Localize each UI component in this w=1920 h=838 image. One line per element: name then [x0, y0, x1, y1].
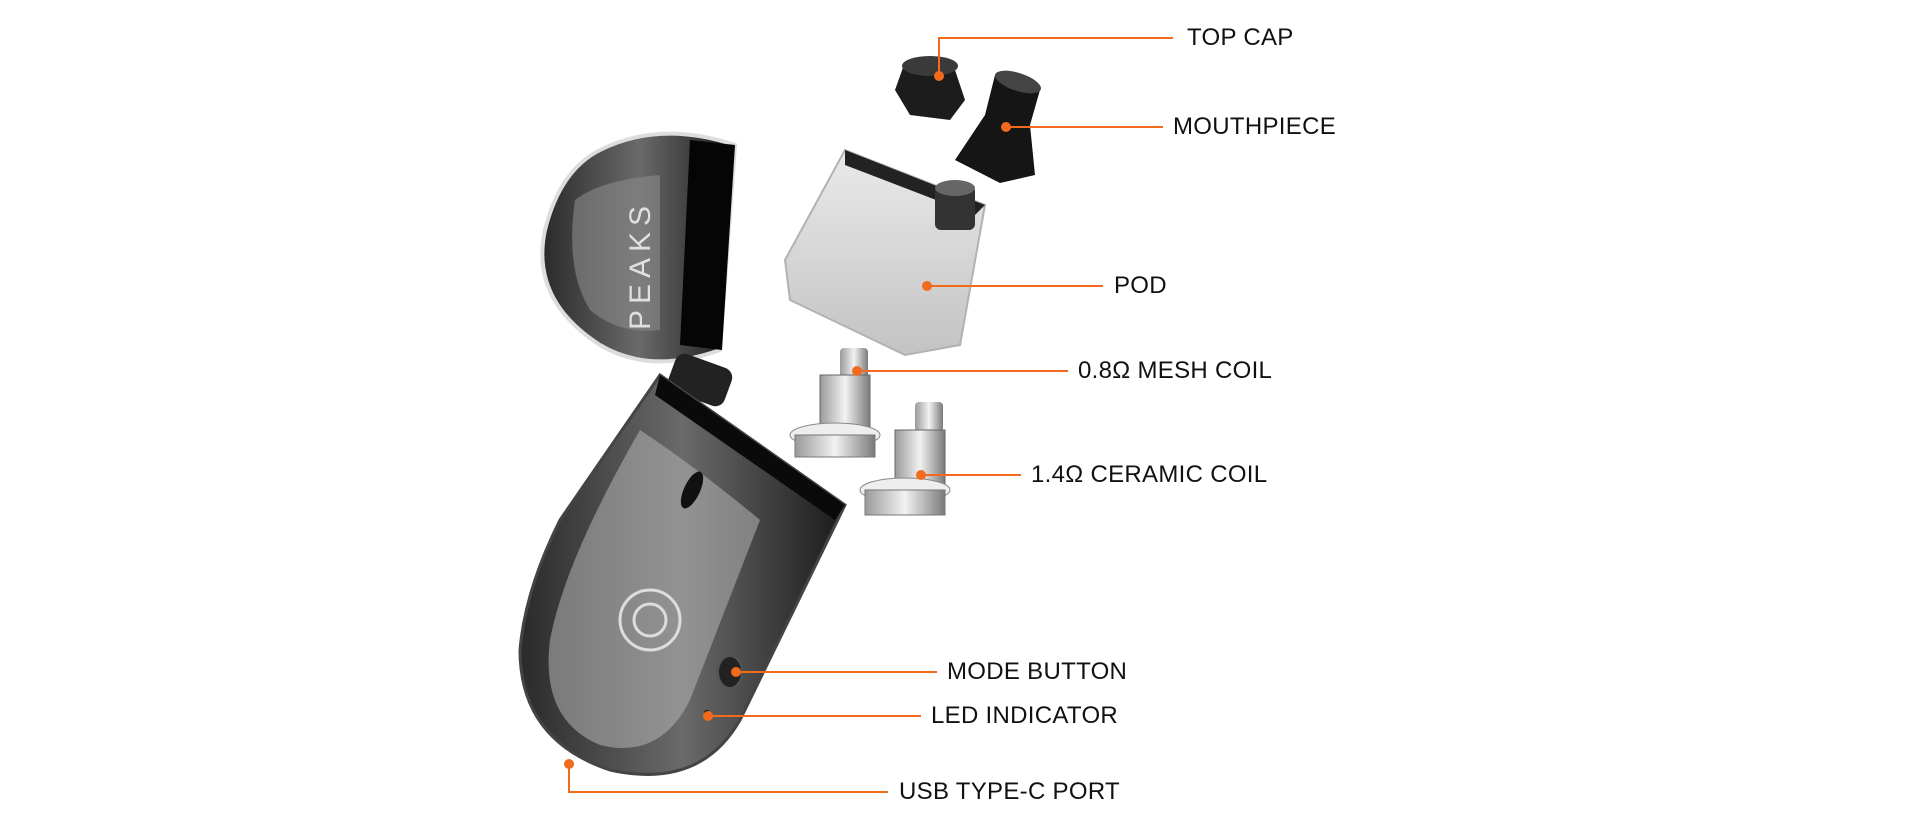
- label-usb-port: USB TYPE-C PORT: [899, 778, 1120, 805]
- label-top-cap: TOP CAP: [1187, 24, 1294, 51]
- top-cap-part: [895, 56, 965, 120]
- device-body: [518, 372, 847, 776]
- mouthpiece-part: [955, 70, 1041, 183]
- label-pod: POD: [1114, 272, 1167, 299]
- top-cap-leader: [938, 37, 1173, 76]
- label-mesh-coil: 0.8Ω MESH COIL: [1078, 357, 1273, 384]
- label-ceramic-coil: 1.4Ω CERAMIC COIL: [1031, 461, 1268, 488]
- callout-dots: [564, 71, 1011, 769]
- device-lid: PEAKS: [540, 131, 738, 407]
- leader-lines: [568, 37, 1173, 793]
- ceramic-coil-part: [859, 402, 951, 516]
- brand-logo: PEAKS: [624, 200, 657, 330]
- label-led-indicator: LED INDICATOR: [931, 702, 1119, 729]
- pod-cartridge: [783, 148, 987, 357]
- usb-port-leader: [568, 764, 888, 793]
- label-mode-button: MODE BUTTON: [947, 658, 1128, 685]
- label-mouthpiece: MOUTHPIECE: [1173, 113, 1337, 140]
- mesh-coil-part: [789, 348, 881, 458]
